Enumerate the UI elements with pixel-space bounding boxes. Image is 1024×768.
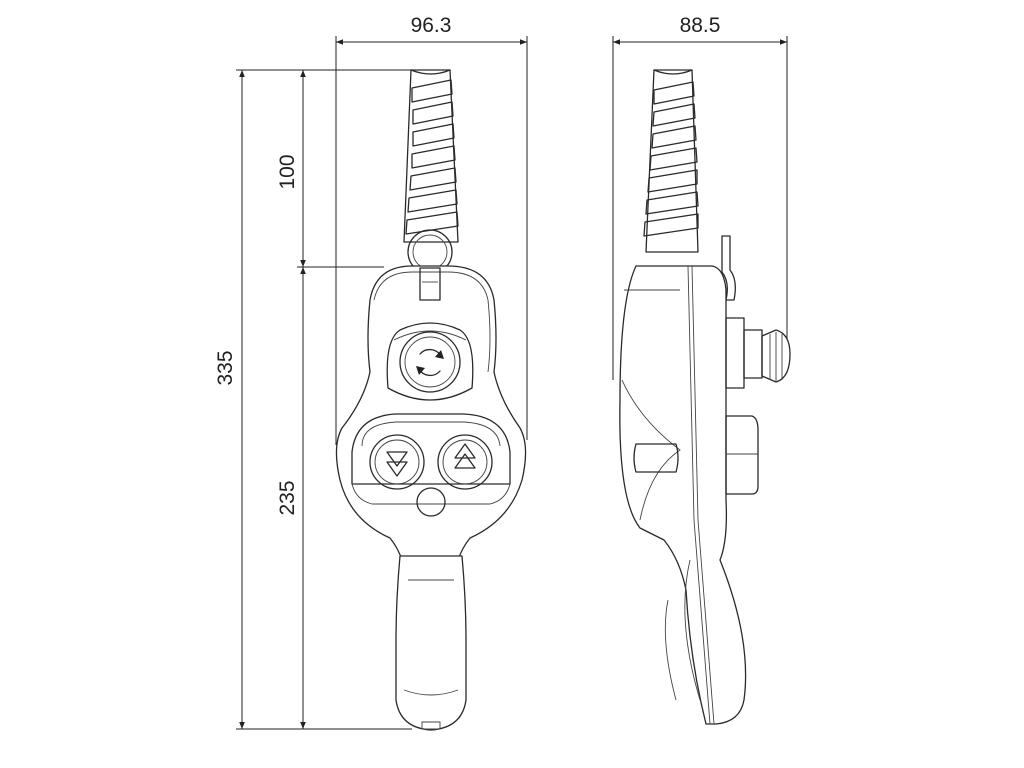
rotate-arrows-icon	[416, 348, 444, 377]
double-down-arrow-icon	[386, 451, 408, 477]
cable-height-label: 100	[276, 154, 299, 189]
dimension-body-height: 235	[276, 267, 306, 729]
front-view	[335, 69, 527, 731]
side-cable-spiral	[643, 69, 699, 253]
side-rotary-button	[725, 317, 745, 389]
down-button	[369, 434, 425, 490]
double-up-arrow-icon	[454, 443, 476, 469]
dimension-cable-height: 100	[276, 70, 384, 268]
front-indicator	[416, 487, 446, 517]
side-push-buttons	[725, 415, 759, 495]
side-slot	[633, 443, 679, 473]
front-handle	[395, 555, 467, 731]
side-width-label: 88.5	[680, 14, 721, 37]
dimension-side-width: 88.5	[612, 14, 788, 380]
side-hanging-hook	[721, 235, 736, 301]
rotate-button	[399, 331, 461, 393]
body-height-label: 235	[276, 480, 299, 515]
front-width-label: 96.3	[411, 14, 452, 37]
side-body	[619, 265, 747, 725]
front-cable-spiral	[403, 69, 459, 243]
side-view	[619, 69, 791, 725]
side-knob	[761, 329, 791, 383]
dimension-total-height: 335	[214, 69, 412, 730]
front-button-guard	[351, 413, 511, 485]
up-button	[437, 434, 493, 490]
front-rotary-guard	[386, 322, 474, 401]
total-height-label: 335	[214, 350, 237, 385]
dimension-front-width: 96.3	[335, 14, 528, 445]
